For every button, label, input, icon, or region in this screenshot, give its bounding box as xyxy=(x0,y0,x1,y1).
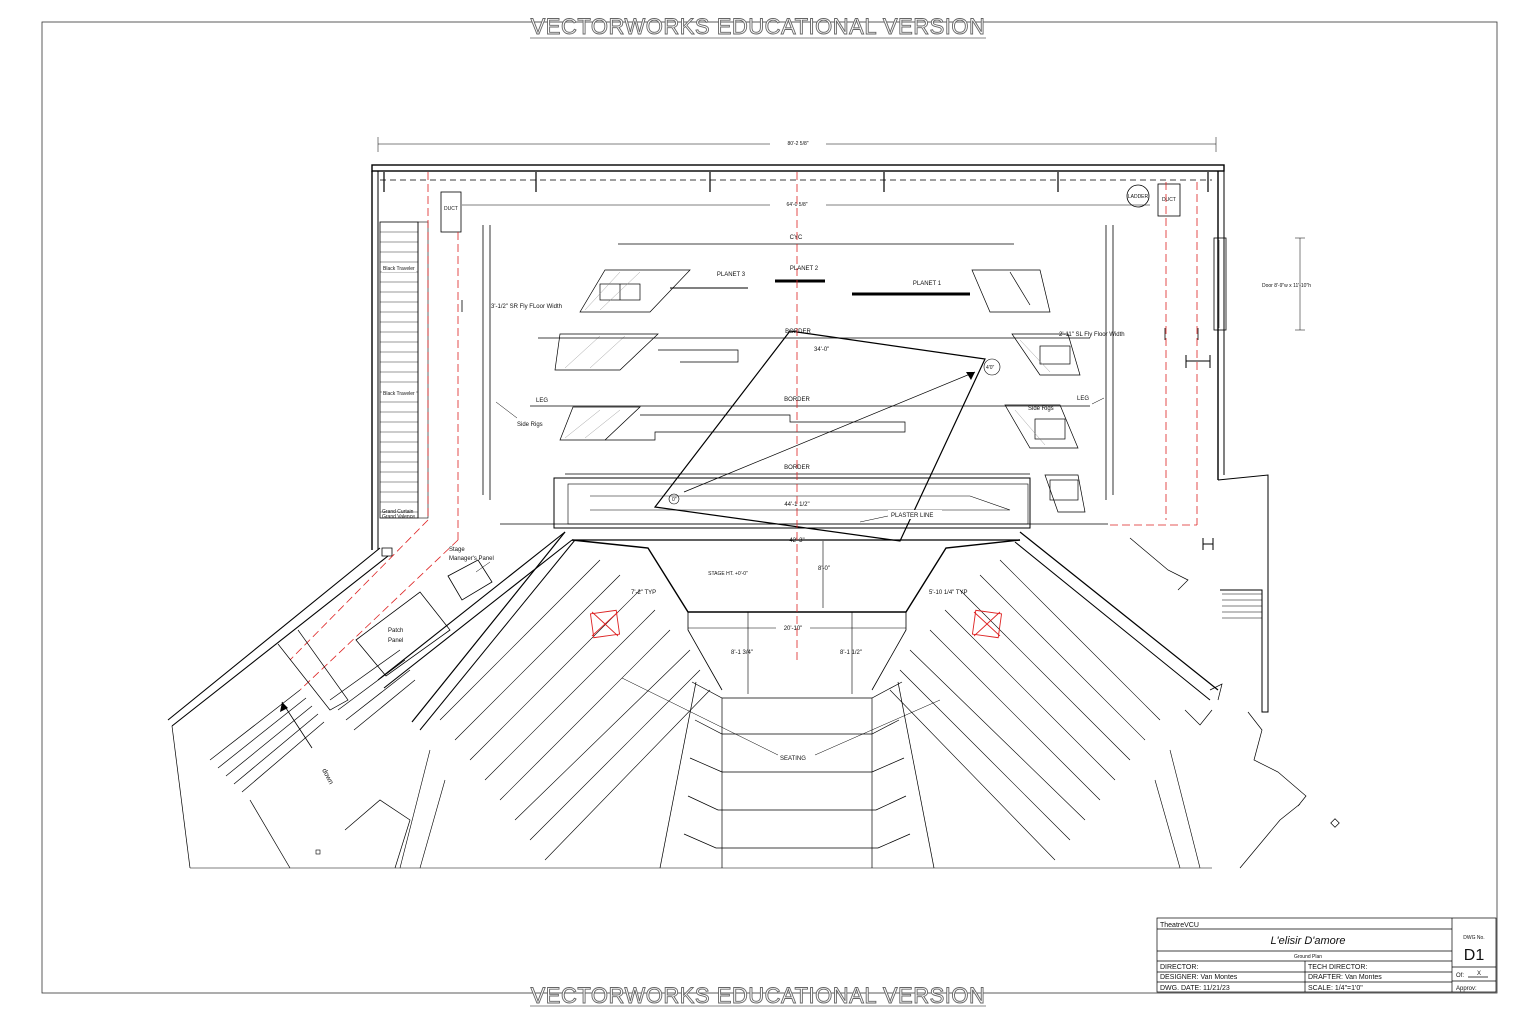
aisle-left: 8'-1 3/4" xyxy=(731,650,753,656)
patch-panel-label-1: Patch xyxy=(388,628,403,634)
watermark-bottom: VECTORWORKS EDUCATIONAL VERSION xyxy=(531,983,986,1008)
ramp-low: 0" xyxy=(672,497,677,503)
tb-show-title: L'elisir D'amore xyxy=(1270,935,1345,947)
tb-director: DIRECTOR: xyxy=(1160,964,1198,971)
aisle-right: 8'-1 1/2" xyxy=(840,650,862,656)
ladder-label: LADDER xyxy=(1128,194,1149,200)
sr-fly-width: 3'-1/2" SR Fly FLoor Width xyxy=(491,304,562,310)
side-rigs-left: Side Rigs xyxy=(517,422,543,428)
title-block: TheatreVCU L'elisir D'amore Ground Plan … xyxy=(1156,917,1497,993)
stage-manager-label-2: Manager's Panel xyxy=(449,556,494,562)
leg-right-label: LEG xyxy=(1077,396,1089,402)
border-3-label: BORDER xyxy=(784,465,810,471)
sl-fly-width: 2'-11" SL Fly Floor Width xyxy=(1059,332,1125,338)
dim-overall-width: 80'-2 5/8" xyxy=(787,141,808,147)
tb-of-value: X xyxy=(1477,971,1481,977)
tb-scale: SCALE: 1/4"=1'0" xyxy=(1308,985,1363,992)
tb-dwg-date: DWG. DATE: 11/21/23 xyxy=(1160,985,1230,992)
dim-inner-width: 64'-0 5/8" xyxy=(786,202,807,208)
tb-tech-director: TECH DIRECTOR: xyxy=(1308,964,1367,971)
apron-depth: 8'-0" xyxy=(818,566,830,572)
down-label: down xyxy=(320,768,334,786)
watermark-top: VECTORWORKS EDUCATIONAL VERSION xyxy=(531,14,986,39)
leg-left-label: LEG xyxy=(536,398,548,404)
tb-of-label: Of: xyxy=(1456,973,1464,979)
planet-1-label: PLANET 1 xyxy=(913,281,942,287)
stage-height: STAGE HT. +0'-0" xyxy=(708,571,748,577)
door-dimension: Door 8'-9"w x 11'-10"h xyxy=(1262,283,1311,289)
tb-designer: DESIGNER: Van Montes xyxy=(1160,974,1238,981)
grand-valence: Grand Valence xyxy=(382,514,415,520)
black-traveler-1: Black Traveler xyxy=(383,266,415,272)
duct-left: DUCT xyxy=(444,206,458,212)
tb-dwg-no-label: DWG No. xyxy=(1463,935,1484,941)
tb-approv: Approv: xyxy=(1456,986,1477,992)
tb-drafter: DRAFTER: Van Montes xyxy=(1308,974,1382,981)
stage-manager-label-1: Stage xyxy=(449,547,465,553)
ramp-high: 4'0" xyxy=(986,365,995,371)
grand-curtain: Grand Curtain xyxy=(382,509,414,515)
apron-width: 42'-3" xyxy=(789,538,804,544)
stage-drawing: 80'-2 5/8" 64'-0 5/8" DUCT DUCT LADDER xyxy=(167,137,1340,869)
patch-panel-label-2: Panel xyxy=(388,638,403,644)
planet-3-label: PLANET 3 xyxy=(717,272,746,278)
black-traveler-2: Black Traveler xyxy=(383,391,415,397)
cyc-label: CYC xyxy=(790,235,803,241)
tb-sheet-name: Ground Plan xyxy=(1294,954,1322,960)
tb-dwg-no: D1 xyxy=(1464,947,1485,964)
depth-dimension: 34'-0" xyxy=(814,347,829,353)
duct-right: DUCT xyxy=(1162,197,1176,203)
seating-label: SEATING xyxy=(780,756,806,762)
typ-right: 5'-10 1/4" TYP xyxy=(929,590,968,596)
side-rigs-right: Side Rigs xyxy=(1028,406,1054,412)
sheet-border xyxy=(41,21,1498,994)
typ-left: 7'-2" TYP xyxy=(631,590,656,596)
proscenium-width: 44'-1 1/2" xyxy=(784,502,809,508)
tb-company: TheatreVCU xyxy=(1160,922,1199,929)
center-width: 20'-10" xyxy=(784,626,803,632)
planet-2-label: PLANET 2 xyxy=(790,266,819,272)
plaster-line-label: PLASTER LINE xyxy=(891,513,933,519)
